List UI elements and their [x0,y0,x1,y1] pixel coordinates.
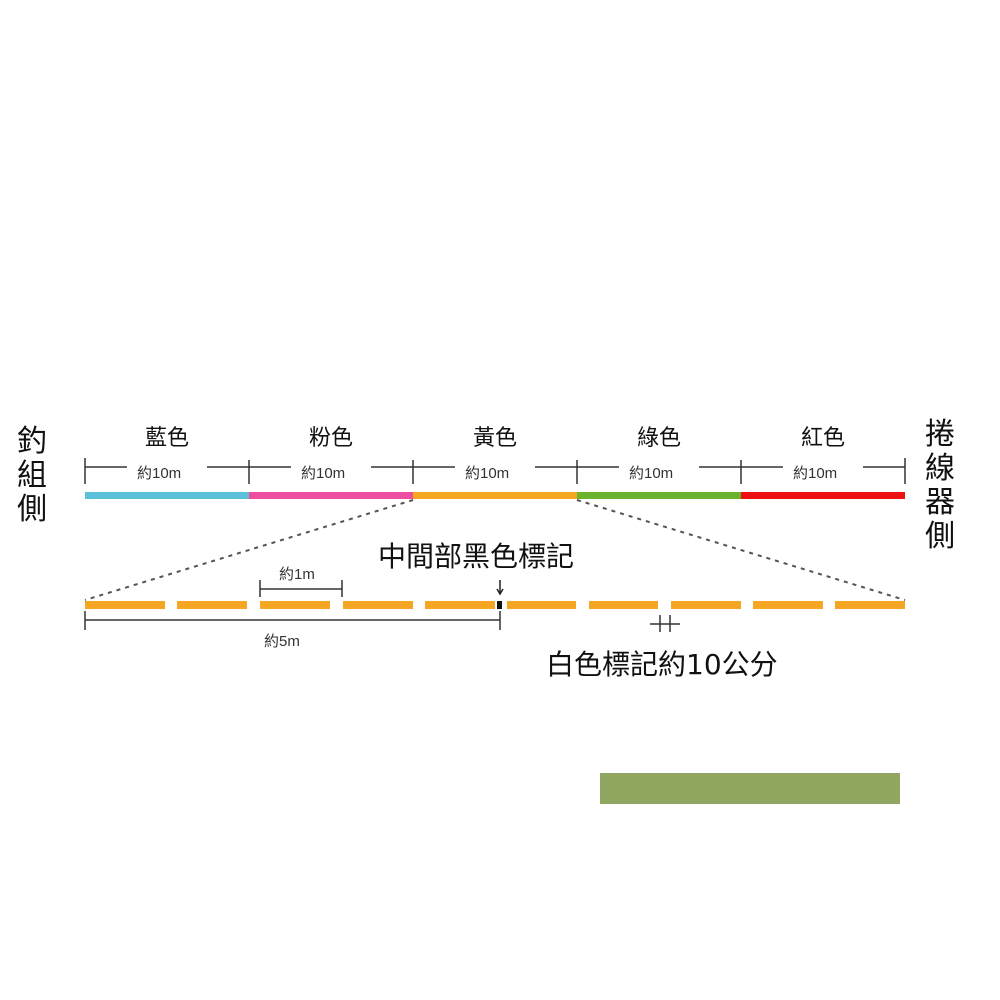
length-label-red: 約10m [793,465,838,482]
segment-name-yellow: 黃色 [472,426,517,451]
footer-color-bar [600,773,900,804]
middle-mark-label: 中間部黑色標記 [378,540,575,573]
right-side-label: 捲線器側 [925,417,955,554]
segment-name-red: 紅色 [800,426,845,451]
five-meter-label: 約5m [264,633,300,650]
black-middle-mark [497,601,502,609]
segment-yellow [413,492,577,499]
length-label-green: 約10m [629,465,674,482]
segment-pink [249,492,413,499]
segment-green [577,492,741,499]
length-label-pink: 約10m [301,465,346,482]
length-label-yellow: 約10m [465,465,510,482]
one-meter-label: 約1m [279,566,315,583]
segment-blue [85,492,249,499]
left-side-label: 釣組側 [17,424,47,527]
dashed-line [85,601,905,609]
segment-name-green: 綠色 [636,426,681,451]
segment-name-blue: 藍色 [144,426,189,451]
white-mark-label: 白色標記約10公分 [546,648,778,681]
segment-red [741,492,905,499]
length-label-blue: 約10m [137,465,182,482]
segment-name-pink: 粉色 [308,426,353,451]
